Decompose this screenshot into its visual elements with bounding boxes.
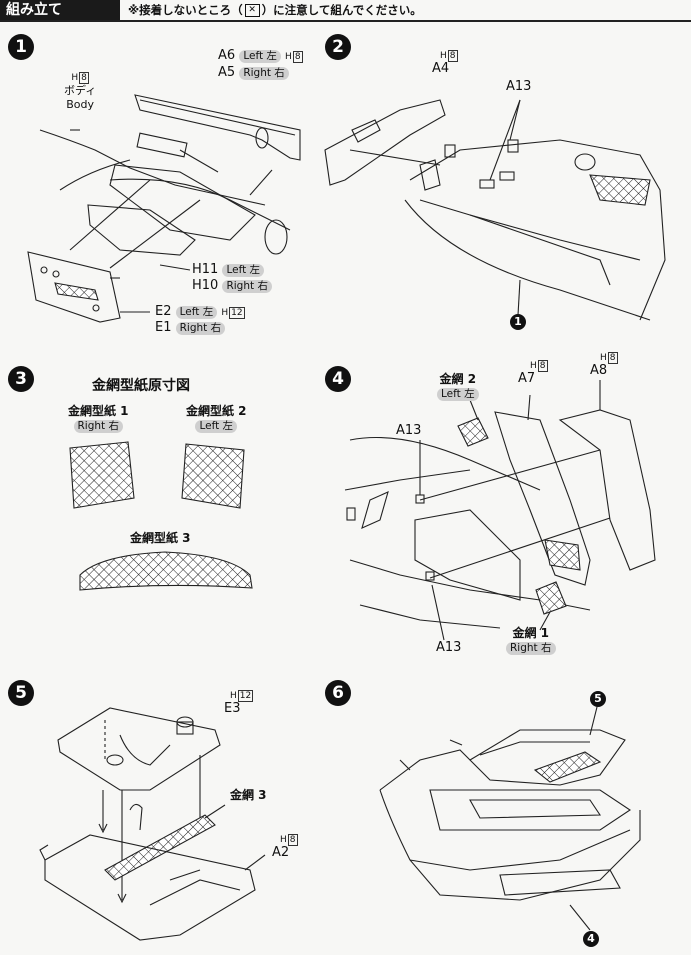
runner-letter: H <box>230 691 237 701</box>
step-6-number: 6 <box>325 680 351 706</box>
side-left-pill: Left 左 <box>239 50 281 63</box>
runner-letter: H <box>440 51 447 61</box>
no-glue-symbol-icon: ✕ <box>244 4 260 17</box>
step-4-number: 4 <box>325 366 351 392</box>
template-3-label: 金網型紙 3 <box>130 531 191 545</box>
step-1-label-e1: E1 Right 右 <box>155 320 226 335</box>
part-e1: E1 <box>155 320 172 335</box>
note-text-end: ）に注意して組んでください。 <box>261 3 422 17</box>
step-1-label-h11: H11 Left 左 <box>192 262 265 277</box>
side-right-pill: Right 右 <box>222 280 272 293</box>
runner-letter: H <box>285 52 292 62</box>
template-title: 金網型紙原寸図 <box>92 378 190 394</box>
side-left-pill: Left 左 <box>437 388 479 401</box>
part-e3: E3 <box>224 701 241 716</box>
glue-warning-note: ※接着しないところ（✕）に注意して組んでください。 <box>128 0 422 20</box>
step-2-ref-step-1: 1 <box>510 314 526 330</box>
part-e2: E2 <box>155 304 172 319</box>
part-a7: A7 <box>518 371 536 386</box>
runner-number: 8 <box>447 50 458 62</box>
part-h10: H10 <box>192 278 219 293</box>
runner-letter: H <box>530 361 537 371</box>
runner-number: 8 <box>292 51 303 63</box>
part-a6: A6 <box>218 48 236 63</box>
side-right-pill: Right 右 <box>239 67 289 80</box>
template-2-label: 金網型紙 2 Left 左 <box>186 404 247 433</box>
runner-number: 8 <box>537 360 548 372</box>
mesh-template-2 <box>181 443 245 509</box>
side-left-pill: Left 左 <box>175 306 218 319</box>
runner-letter: H <box>600 353 607 363</box>
side-left-pill: Left 左 <box>195 420 238 433</box>
body-label-jp: ボディ <box>64 84 97 97</box>
header-bar: 組み立て ※接着しないところ（✕）に注意して組んでください。 <box>0 0 691 22</box>
step-5-number: 5 <box>8 680 34 706</box>
step-5-label-mesh-3: 金網 3 <box>230 788 267 802</box>
part-a8: A8 <box>590 363 608 378</box>
runner-number: 8 <box>79 72 89 84</box>
runner-number: 12 <box>237 690 254 702</box>
step-4-label-a13-top: A13 <box>396 423 422 438</box>
step-3-number: 3 <box>8 366 34 392</box>
step-1-number: 1 <box>8 34 34 60</box>
step-1-label-a5: A5 Right 右 <box>218 66 289 80</box>
step-4-label-mesh-2: 金網 2 Left 左 <box>437 372 479 401</box>
part-a4: A4 <box>432 61 450 76</box>
step-6-ref-step-5: 5 <box>590 691 606 707</box>
part-h11: H11 <box>192 262 219 277</box>
section-title: 組み立て <box>0 0 120 20</box>
runner-number: 12 <box>229 307 245 319</box>
step-6-ref-step-4: 4 <box>583 931 599 947</box>
mesh-2-name: 金網 2 <box>439 372 477 386</box>
side-left-pill: Left 左 <box>222 264 265 277</box>
note-text-start: ※接着しないところ（ <box>128 3 243 17</box>
runner-number: 8 <box>607 352 618 364</box>
step-2-label-a13: A13 <box>506 79 532 94</box>
part-a2: A2 <box>272 845 290 860</box>
mesh-template-1 <box>69 441 135 509</box>
runner-letter: H <box>280 835 287 845</box>
mesh-1-name: 金網 1 <box>512 626 550 640</box>
side-right-pill: Right 右 <box>73 420 124 433</box>
step-2-number: 2 <box>325 34 351 60</box>
side-right-pill: Right 右 <box>175 322 226 335</box>
step-1-label-h10: H10 Right 右 <box>192 279 272 293</box>
runner-letter: H <box>221 308 229 318</box>
side-right-pill: Right 右 <box>506 642 556 655</box>
mesh-template-3 <box>79 551 253 591</box>
step-4-label-a13-bottom: A13 <box>436 640 462 655</box>
template-2-name: 金網型紙 2 <box>186 404 247 418</box>
part-a5: A5 <box>218 65 236 80</box>
body-label-en: Body <box>66 98 94 111</box>
step-4-label-mesh-1: 金網 1 Right 右 <box>506 626 556 655</box>
template-1-label: 金網型紙 1 Right 右 <box>68 404 129 433</box>
template-1-name: 金網型紙 1 <box>68 404 129 418</box>
runner-letter: H <box>71 73 79 83</box>
runner-number: 8 <box>287 834 298 846</box>
